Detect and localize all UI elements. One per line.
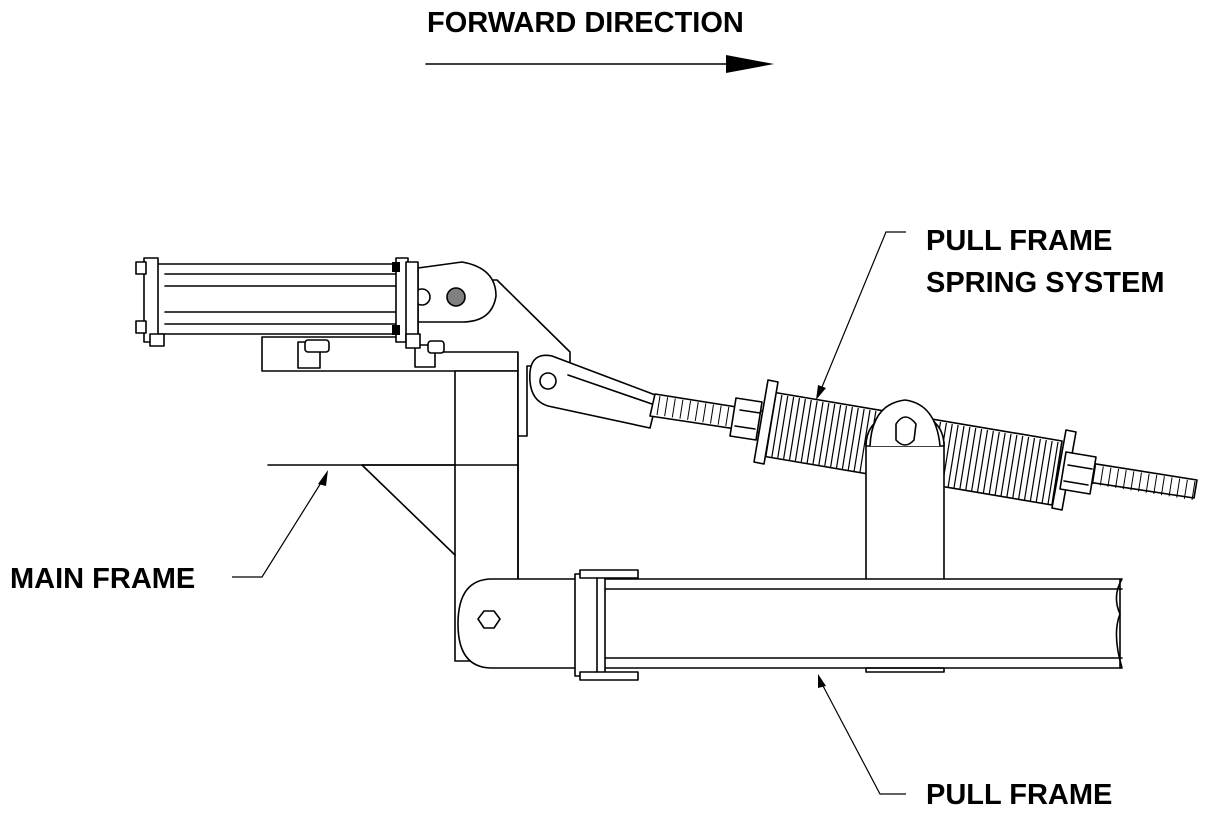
main-frame-label: MAIN FRAME bbox=[10, 563, 196, 595]
forward-arrow bbox=[425, 55, 774, 73]
leader-lines bbox=[232, 231, 906, 795]
pull-frame-label: PULL FRAME bbox=[926, 779, 1113, 811]
spring-system-label-line2: SPRING SYSTEM bbox=[926, 267, 1165, 299]
spring-system-label-line1: PULL FRAME bbox=[926, 225, 1113, 257]
hydraulic-cylinder bbox=[135, 257, 421, 349]
forward-direction-label: FORWARD DIRECTION bbox=[427, 7, 744, 39]
pull-frame bbox=[457, 569, 1123, 681]
spring-link bbox=[529, 354, 659, 429]
